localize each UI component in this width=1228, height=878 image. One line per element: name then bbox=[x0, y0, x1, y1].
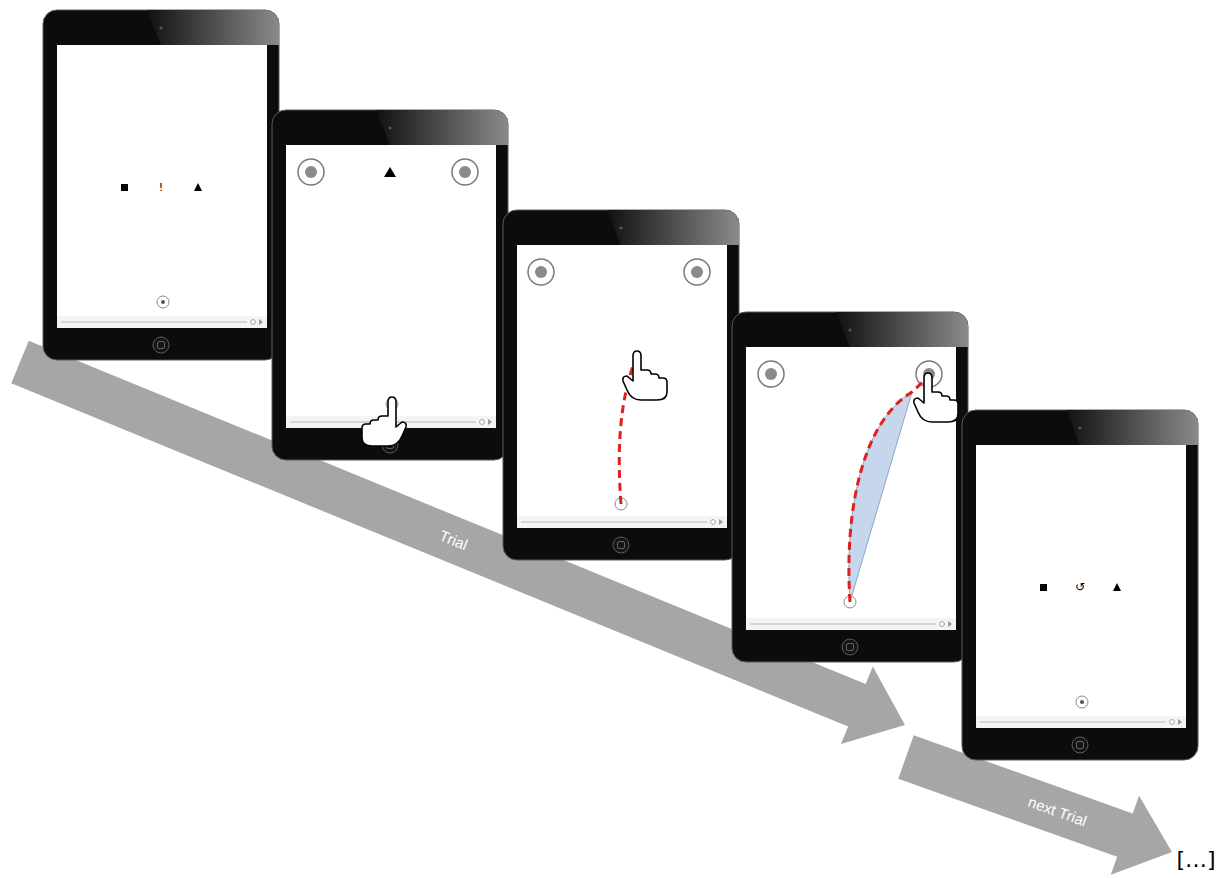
target-dot bbox=[459, 166, 471, 178]
home-icon bbox=[847, 644, 854, 651]
square-symbol bbox=[1040, 584, 1047, 591]
tablet bbox=[962, 410, 1198, 760]
home-button bbox=[153, 337, 169, 353]
triangle-symbol bbox=[194, 183, 202, 191]
tablet bbox=[732, 312, 968, 662]
reload-icon bbox=[480, 420, 485, 425]
toolbar bbox=[976, 716, 1186, 728]
toolbar bbox=[57, 316, 267, 328]
hand-icon bbox=[623, 351, 667, 400]
address-bar bbox=[61, 322, 247, 323]
reload-icon bbox=[711, 520, 716, 525]
tablet-body bbox=[962, 410, 1198, 760]
tablet bbox=[43, 10, 279, 360]
address-bar bbox=[521, 522, 707, 523]
start-circle bbox=[1076, 696, 1088, 708]
target-circle bbox=[684, 259, 710, 285]
target-circle bbox=[758, 361, 784, 387]
start-circle bbox=[157, 296, 169, 308]
toolbar bbox=[746, 618, 956, 630]
hand-icon bbox=[362, 397, 406, 446]
home-button bbox=[1072, 737, 1088, 753]
target-circle bbox=[298, 159, 324, 185]
play-icon bbox=[719, 519, 723, 525]
triangle-symbol bbox=[1113, 583, 1121, 591]
square-symbol bbox=[121, 184, 128, 191]
tablet-camera bbox=[619, 226, 622, 229]
home-icon bbox=[158, 342, 165, 349]
tablet-body bbox=[732, 312, 968, 662]
target-circle bbox=[528, 259, 554, 285]
toolbar bbox=[517, 516, 727, 528]
triangle-symbol bbox=[384, 167, 396, 177]
tablet-camera bbox=[848, 328, 851, 331]
home-button bbox=[613, 537, 629, 553]
reload-icon bbox=[1170, 720, 1175, 725]
tablet-gloss bbox=[1066, 410, 1198, 445]
tablet bbox=[272, 110, 508, 460]
reload-icon bbox=[940, 622, 945, 627]
start-dot bbox=[161, 300, 165, 304]
tablet-body bbox=[272, 110, 508, 460]
tablet-screen bbox=[286, 145, 496, 428]
tablet-camera bbox=[388, 126, 391, 129]
tablet-screen bbox=[57, 45, 267, 328]
tablet-gloss bbox=[147, 10, 279, 45]
tablet-gloss bbox=[607, 210, 739, 245]
target-circle bbox=[452, 159, 478, 185]
tablet-gloss bbox=[836, 312, 968, 347]
start-dot bbox=[1080, 700, 1084, 704]
target-dot bbox=[765, 368, 777, 380]
home-button bbox=[842, 639, 858, 655]
play-icon bbox=[1178, 719, 1182, 725]
target-dot bbox=[305, 166, 317, 178]
tablet-screen bbox=[517, 245, 727, 528]
play-icon bbox=[948, 621, 952, 627]
reload-icon bbox=[251, 320, 256, 325]
tablet-body bbox=[43, 10, 279, 360]
tablet-camera bbox=[159, 26, 162, 29]
home-icon bbox=[1077, 742, 1084, 749]
tablet-screen bbox=[976, 445, 1186, 728]
tablet-body bbox=[503, 210, 739, 560]
target-dot bbox=[691, 266, 703, 278]
play-icon bbox=[488, 419, 492, 425]
tablet-camera bbox=[1078, 426, 1081, 429]
tablet bbox=[503, 210, 739, 560]
home-icon bbox=[618, 542, 625, 549]
continuation-mark: […] bbox=[1176, 849, 1215, 871]
address-bar bbox=[750, 624, 936, 625]
tablet-gloss bbox=[376, 110, 508, 145]
play-icon bbox=[259, 319, 263, 325]
address-bar bbox=[980, 722, 1166, 723]
hand-icon bbox=[914, 373, 958, 422]
target-dot bbox=[535, 266, 547, 278]
